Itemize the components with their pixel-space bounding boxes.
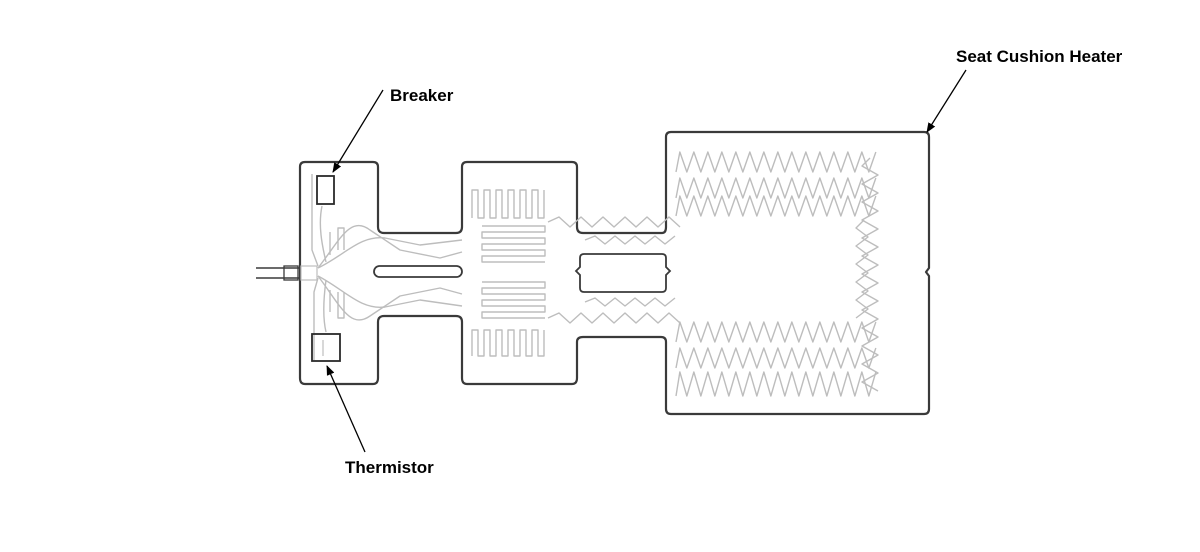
wire-left-upper-2 [317,224,463,269]
breaker-component [316,175,335,205]
wire-left-thermistor-b [313,277,319,360]
heating-wire-pattern [311,151,879,397]
wire-left-hairpin-1 [337,227,345,250]
wire-left-thermistor-a [323,279,327,333]
breaker-label: Breaker [390,86,454,105]
wire-left-lower-1 [317,275,463,308]
center-slot [373,265,463,278]
wire-right-band-1 [675,151,877,173]
wire-link-lower-2 [584,297,676,307]
thermistor-label: Thermistor [345,458,434,477]
wire-right-band-2 [675,177,877,199]
wire-right-side [861,157,879,392]
wire-right-band-5 [675,347,877,369]
wire-right-inner [855,219,869,319]
wire-left-upper-1 [317,237,463,269]
thermistor-component [311,333,341,362]
wire-left-lower-2 [317,275,463,321]
center-cutout [574,253,672,293]
wire-mid-lower [471,329,545,357]
seat-cushion-heater-label: Seat Cushion Heater [956,47,1123,66]
thermistor-leader-line [326,365,366,453]
connector-cable [256,265,318,281]
wire-mid-upper [471,189,545,219]
wire-link-lower [547,312,681,324]
heater-pad-outline [298,130,931,416]
wire-left-hairpin-2 [337,292,345,319]
breaker-leader-line [332,89,384,173]
wire-right-band-6 [675,371,877,397]
wire-mid-center-upper [481,225,546,263]
wire-link-upper-2 [584,235,676,245]
wire-link-upper [547,216,681,228]
wire-right-band-3 [675,195,877,217]
wire-left-breaker-b [319,205,327,263]
heater-leader-line [926,69,967,133]
wire-left-breaker-a [311,174,319,267]
wire-mid-center-lower [481,281,546,319]
wire-right-band-4 [675,321,877,343]
